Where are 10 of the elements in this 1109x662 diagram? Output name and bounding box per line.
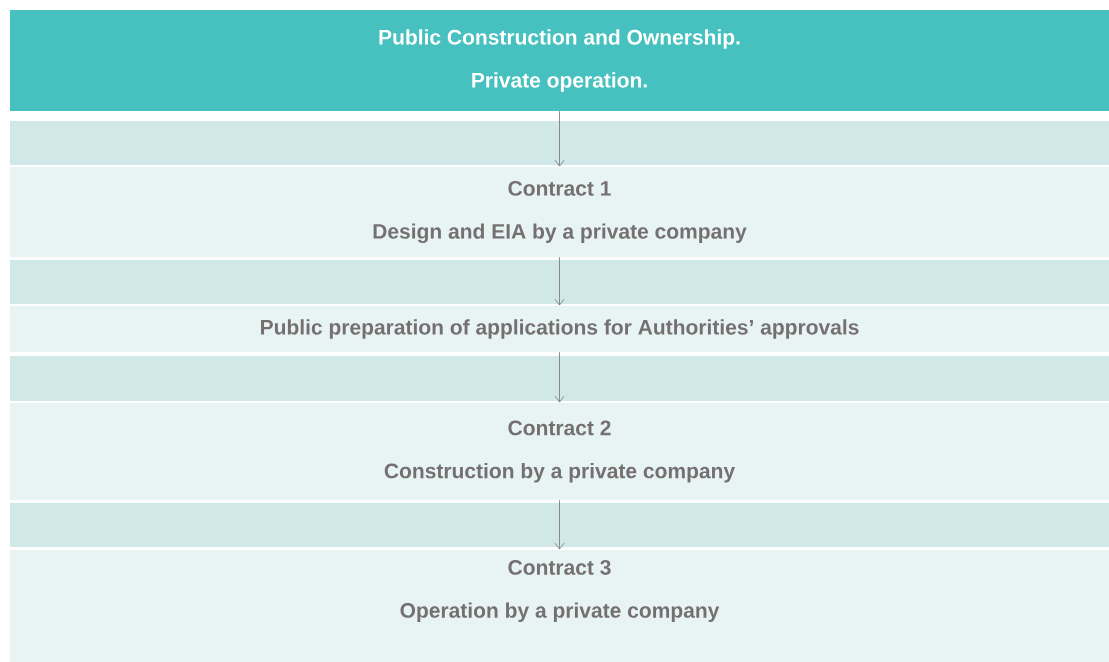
step-box: Contract 2 Construction by a private company — [10, 403, 1109, 500]
arrow — [554, 110, 565, 167]
step-box: Public preparation of applications for Authorities’ approvals — [10, 306, 1109, 352]
node-label: Operation by a private company — [400, 602, 720, 623]
arrow — [554, 499, 565, 550]
arrow — [554, 256, 565, 306]
header-box: Public Construction and Ownership. Private operation. — [10, 10, 1109, 111]
node-label: Contract 3 — [508, 560, 611, 575]
arrow — [554, 351, 565, 403]
step-box: Contract 1 Design and EIA by a private company — [10, 167, 1109, 257]
